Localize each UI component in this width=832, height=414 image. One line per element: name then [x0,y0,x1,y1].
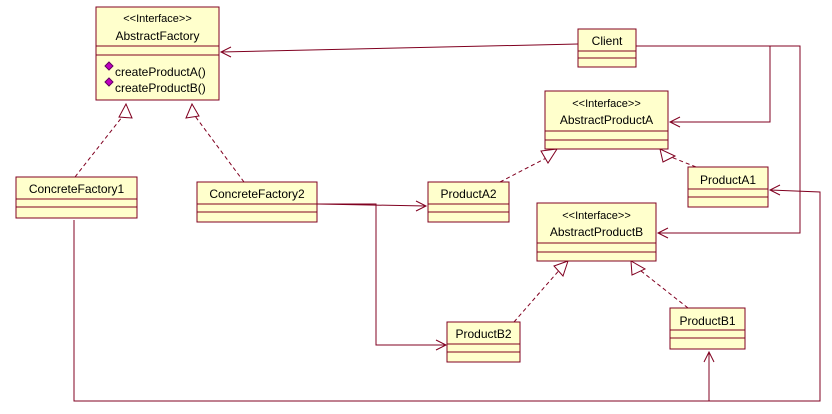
class-concrete-factory1[interactable]: ConcreteFactory1 [15,176,138,219]
class-name: ConcreteFactory2 [209,187,305,201]
class-product-a1[interactable]: ProductA1 [687,166,769,208]
realization-pb1-to-abstract-product-b [635,266,689,309]
realization-pa1-to-abstract-product-a [665,154,697,168]
class-product-b1[interactable]: ProductB1 [669,307,746,350]
assoc-client-to-abstract-factory [220,43,579,53]
class-name: ConcreteFactory1 [29,182,125,196]
arrowhead-open [219,46,232,58]
class-concrete-factory2[interactable]: ConcreteFactory2 [196,181,318,223]
class-name: ProductA2 [440,187,496,201]
stereotype-label: <<Interface>> [562,210,631,222]
realization-cf2-to-abstract-factory [191,111,245,183]
operation: createProductB() [115,81,206,95]
class-name: AbstractProductA [560,113,653,127]
realization-pb2-to-abstract-product-b [513,266,563,323]
arrowhead-triangle [185,102,200,119]
arrowhead-triangle [659,148,677,163]
assoc-cf1-to-product-a1 [73,189,821,402]
realization-pa2-to-abstract-product-a [499,154,553,183]
realization-cf1-to-abstract-factory [74,111,127,178]
class-name: ProductA1 [700,173,756,187]
arrowhead-triangle [630,260,647,276]
class-client[interactable]: Client [577,28,637,68]
stereotype-label: <<Interface>> [123,13,192,25]
arrowhead-open [415,200,428,212]
operation-visibility-icon [104,77,114,87]
class-name: AbstractFactory [115,29,199,43]
assoc-cf2-to-product-b2 [317,203,446,346]
class-name: ProductB2 [455,327,511,341]
class-product-b2[interactable]: ProductB2 [446,321,521,363]
class-name: AbstractProductB [550,225,643,239]
arrowhead-triangle [118,102,133,119]
arrowhead-open [656,227,669,239]
connectors [73,43,821,402]
operation-visibility-icon [104,61,114,71]
arrowhead-open [703,350,715,363]
stereotype-label: <<Interface>> [572,98,641,110]
arrowhead-open [435,339,448,351]
arrowhead-triangle [553,260,569,277]
class-abstract-factory[interactable]: <<Interface>> AbstractFactory createProd… [95,6,220,101]
class-abstract-product-b[interactable]: <<Interface>> AbstractProductB [536,202,657,262]
arrowhead-open [768,184,781,196]
class-name: Client [592,34,623,48]
operation: createProductA() [115,65,206,79]
arrowhead-triangle [540,148,558,164]
class-product-a2[interactable]: ProductA2 [427,181,510,223]
assoc-client-to-abstract-product-b [636,45,801,234]
arrowhead-open [668,116,681,128]
class-name: ProductB1 [679,314,735,328]
class-abstract-product-a[interactable]: <<Interface>> AbstractProductA [544,90,669,150]
